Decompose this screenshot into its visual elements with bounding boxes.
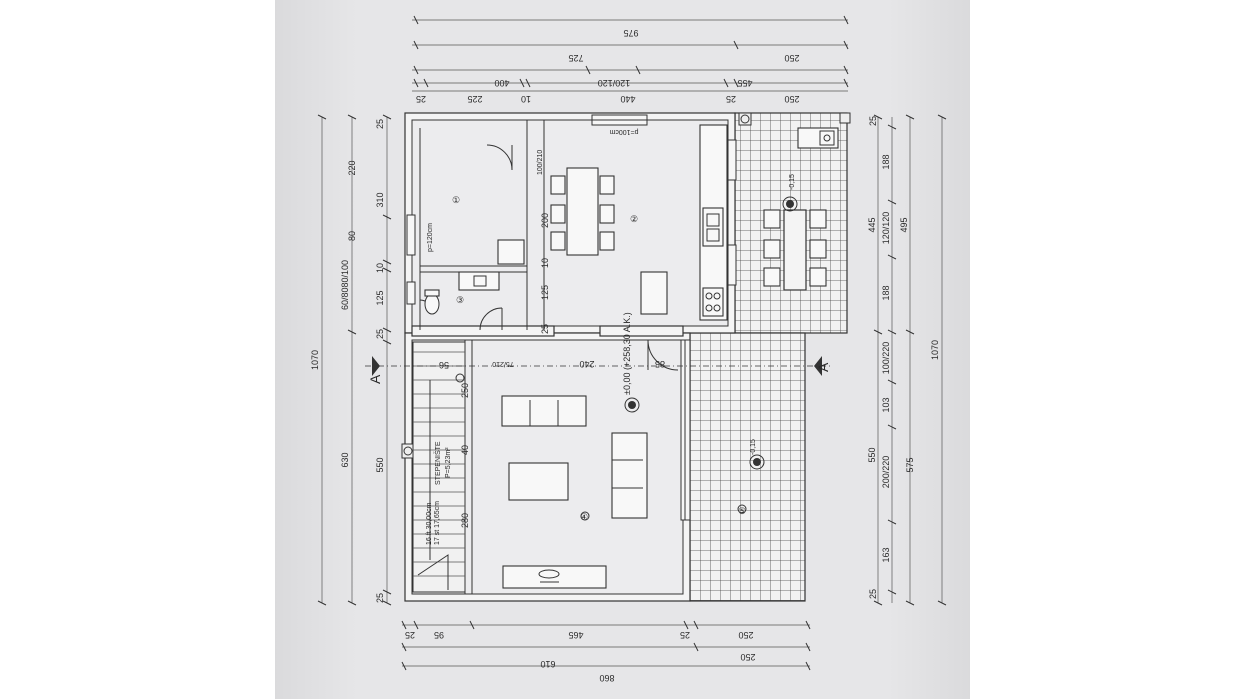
- dim-bottom-250b: 250: [740, 652, 755, 662]
- dim-top-455: 455: [737, 78, 752, 88]
- level-markers: [455, 196, 798, 521]
- dim-top-400: 400: [494, 78, 509, 88]
- label-door-top: 100/210: [537, 150, 544, 175]
- dim-top-10: 10: [521, 94, 531, 104]
- dim-right-188a: 188: [881, 154, 891, 169]
- section-line: [365, 356, 830, 376]
- dim-inner-280: 280: [460, 513, 470, 528]
- label-window-left: p=120cm: [427, 223, 434, 252]
- living-room: [501, 395, 648, 589]
- dim-left-25a: 25: [375, 329, 385, 339]
- dim-left-220: 220: [347, 160, 357, 175]
- dim-right-445: 445: [867, 217, 877, 232]
- terrace-bottom: [689, 332, 806, 602]
- dim-top-725: 725: [568, 53, 583, 63]
- dim-left-25b: 25: [375, 593, 385, 603]
- room-number-4: ④: [580, 512, 588, 522]
- dining-set: [550, 167, 615, 256]
- dim-bottom-860: 860: [599, 673, 614, 683]
- dim-bottom-610: 610: [540, 659, 555, 669]
- dim-left-550: 550: [375, 457, 385, 472]
- dim-right-120-120: 120/120: [881, 212, 891, 245]
- dim-right-163: 163: [881, 547, 891, 562]
- dim-inner-250: 250: [460, 383, 470, 398]
- dim-left-openings: 60/8080/100: [340, 260, 350, 310]
- dim-inner-10: 10: [540, 258, 550, 268]
- dim-right-103: 103: [881, 397, 891, 412]
- dim-right-575: 575: [905, 457, 915, 472]
- dim-bottom-95: 95: [434, 630, 444, 640]
- top-dimension-chains: 975 725 250 400 120/120 455 25 225 10 44…: [412, 15, 849, 104]
- section-label-left: A: [367, 374, 383, 384]
- dim-inner-25: 25: [540, 324, 550, 334]
- label-terrace-level: -0,15: [789, 174, 796, 190]
- section-label-right: A: [815, 362, 831, 372]
- label-stair-name: STEPENIŠTE: [433, 441, 442, 485]
- dim-left-125: 125: [375, 290, 385, 305]
- dim-top-975: 975: [623, 28, 638, 38]
- dim-inner-40: 40: [460, 445, 470, 455]
- dim-right-25b: 25: [868, 589, 878, 599]
- dim-right-200-220: 200/220: [881, 456, 891, 489]
- dim-left-80: 80: [347, 231, 357, 241]
- label-level: ±0,00 (+258,30 A.K.): [622, 312, 632, 395]
- dim-top-440: 440: [620, 94, 635, 104]
- dim-top-250b: 250: [784, 94, 799, 104]
- terrace-dining-set: [763, 127, 839, 291]
- label-terrace-level-2: -0,15: [750, 439, 757, 455]
- dim-top-25a: 25: [416, 94, 426, 104]
- dim-inner-125: 125: [540, 285, 550, 300]
- dim-top-250: 250: [784, 53, 799, 63]
- left-dimension-chains: 1070 630 60/8080/100 310 220 80 10 125 2…: [310, 114, 392, 606]
- dim-right-188b: 188: [881, 285, 891, 300]
- kitchen-counter: [640, 124, 728, 321]
- dim-right-25a: 25: [868, 116, 878, 126]
- room-number-2: ②: [630, 214, 638, 224]
- dim-inner-85: 85: [655, 359, 665, 369]
- room-number-5: ⑤: [738, 506, 746, 516]
- dim-top-120-120: 120/120: [598, 78, 631, 88]
- dim-inner-200: 200: [540, 213, 550, 228]
- dim-right-1070: 1070: [930, 340, 940, 360]
- label-stair-steps: 16 ft 30,00cm: [426, 502, 433, 545]
- dim-left-630: 630: [340, 452, 350, 467]
- label-stair-steps-2: 17 st 17,65cm: [434, 501, 441, 545]
- room-number-1: ①: [452, 195, 460, 205]
- dim-bottom-25a: 25: [405, 630, 415, 640]
- dim-bottom-25b: 25: [680, 630, 690, 640]
- dim-bottom-250a: 250: [738, 630, 753, 640]
- dim-right-550: 550: [867, 447, 877, 462]
- dim-left-310: 310: [375, 192, 385, 207]
- right-dimension-chains: 25 188 120/120 188 100/220 103 200/220 1…: [867, 114, 947, 606]
- dim-inner-240: 240: [579, 359, 594, 369]
- staircase: [412, 341, 466, 593]
- dim-left-1070: 1070: [310, 350, 320, 370]
- bathroom-fixtures: [424, 239, 525, 315]
- bottom-dimension-chains: 25 95 465 25 250 610 250 860: [401, 620, 811, 683]
- dim-right-495: 495: [899, 217, 909, 232]
- room-number-3: ③: [456, 295, 464, 305]
- label-door-hall: 75/210: [492, 360, 514, 367]
- dim-inner-56: 56: [439, 360, 449, 370]
- label-window-top: p=100cm: [609, 128, 638, 135]
- dim-bottom-465: 465: [568, 630, 583, 640]
- label-stair-area: P=5,23m²: [445, 447, 452, 478]
- dim-top-25b: 25: [726, 94, 736, 104]
- dim-left-25-top: 25: [375, 119, 385, 129]
- dim-right-100-220: 100/220: [881, 342, 891, 375]
- dim-left-10: 10: [375, 263, 385, 273]
- dim-top-225: 225: [467, 94, 482, 104]
